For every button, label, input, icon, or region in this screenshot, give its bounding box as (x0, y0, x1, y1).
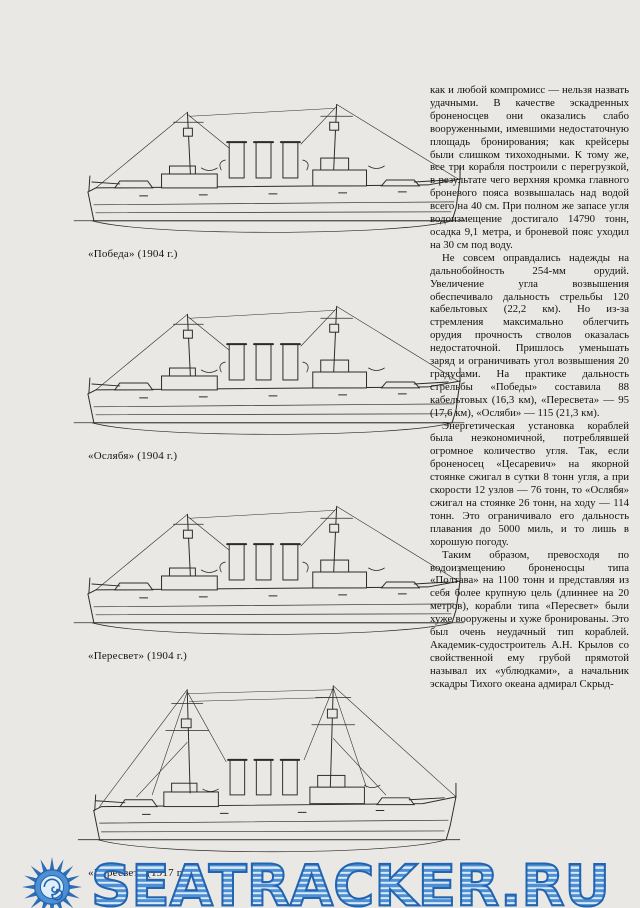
article-paragraph: Энергетическая установка кораблей была н… (430, 419, 629, 548)
article-paragraph: как и любой компромисс — нельзя назвать … (430, 84, 629, 251)
battleship-drawing-oslyabya (70, 298, 468, 448)
figure-caption: «Ослябя» (1904 г.) (88, 450, 178, 462)
battleship-drawing-pobeda (70, 96, 468, 246)
figure-caption: «Пересвет» (1917 г.) (88, 867, 470, 880)
battleship-drawing-peresvet-1917 (70, 680, 468, 865)
figure-oslyabya-1904: «Ослябя» (1904 г.) (70, 298, 470, 463)
battleship-drawing-peresvet-1904 (70, 498, 468, 648)
figure-peresvet-1917: «Пересвет» (1917 г.) (70, 680, 470, 880)
article-paragraph: Не совсем оправдались надежды на дальноб… (430, 251, 629, 419)
article-text-column: как и любой компромисс — нельзя назвать … (430, 84, 629, 880)
figure-peresvet-1904: «Пересвет» (1904 г.) (70, 498, 470, 663)
article-paragraph: Таким образом, превосходя по водоизмещен… (430, 548, 629, 690)
figure-caption: «Пересвет» (1904 г.) (88, 650, 188, 662)
sun-logo-icon (21, 856, 83, 908)
seatracker-watermark: SEATRACKER.RU (20, 856, 611, 908)
watermark-text: SEATRACKER.RU (90, 857, 611, 908)
figure-pobeda-1904: «Победа» (1904 г.) (70, 96, 470, 261)
figure-caption: «Победа» (1904 г.) (88, 248, 178, 260)
